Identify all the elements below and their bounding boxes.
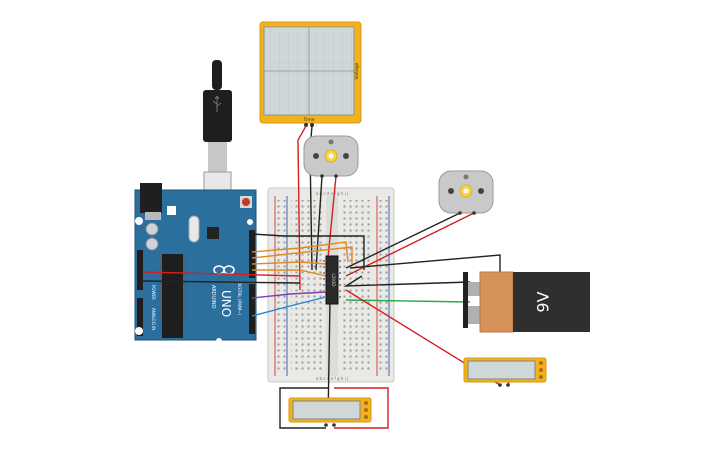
battery-9v[interactable]: 9V	[463, 271, 590, 333]
arduino-power-label: POWER	[151, 285, 156, 300]
arduino-uno-board[interactable]: ARDUINO UNO DIGITAL (PWM~) POWER ANALOG …	[134, 183, 257, 344]
arduino-analog-label: ANALOG IN	[151, 308, 156, 330]
arduino-digital-label: DIGITAL (PWM~)	[237, 282, 242, 316]
battery-label: 9V	[534, 291, 553, 312]
dc-motor-icon	[459, 184, 473, 198]
breadboard-column-labels-bottom: a b c d e f g h i j	[316, 376, 348, 381]
wires[interactable]	[142, 125, 513, 429]
dc-motor-icon	[324, 149, 338, 163]
usb-icon	[212, 95, 222, 112]
dc-motor-1[interactable]	[303, 135, 359, 178]
dc-motor-2[interactable]	[438, 170, 494, 215]
l293d-label: L293D	[331, 274, 336, 287]
arduino-model-label: UNO	[219, 290, 233, 317]
multimeter-bottom[interactable]	[288, 397, 372, 427]
usb-cable	[203, 60, 232, 213]
oscilloscope-x-label: Time	[302, 117, 314, 123]
arduino-brand-label: ARDUINO	[210, 285, 216, 309]
oscilloscope-y-label: Voltage	[354, 62, 360, 79]
breadboard-column-labels-top: a b c d e f g h i j	[316, 191, 348, 196]
l293d-chip[interactable]: L293D	[323, 255, 341, 305]
multimeter-right[interactable]	[463, 357, 547, 387]
oscilloscope[interactable]: Time Voltage	[259, 21, 362, 127]
